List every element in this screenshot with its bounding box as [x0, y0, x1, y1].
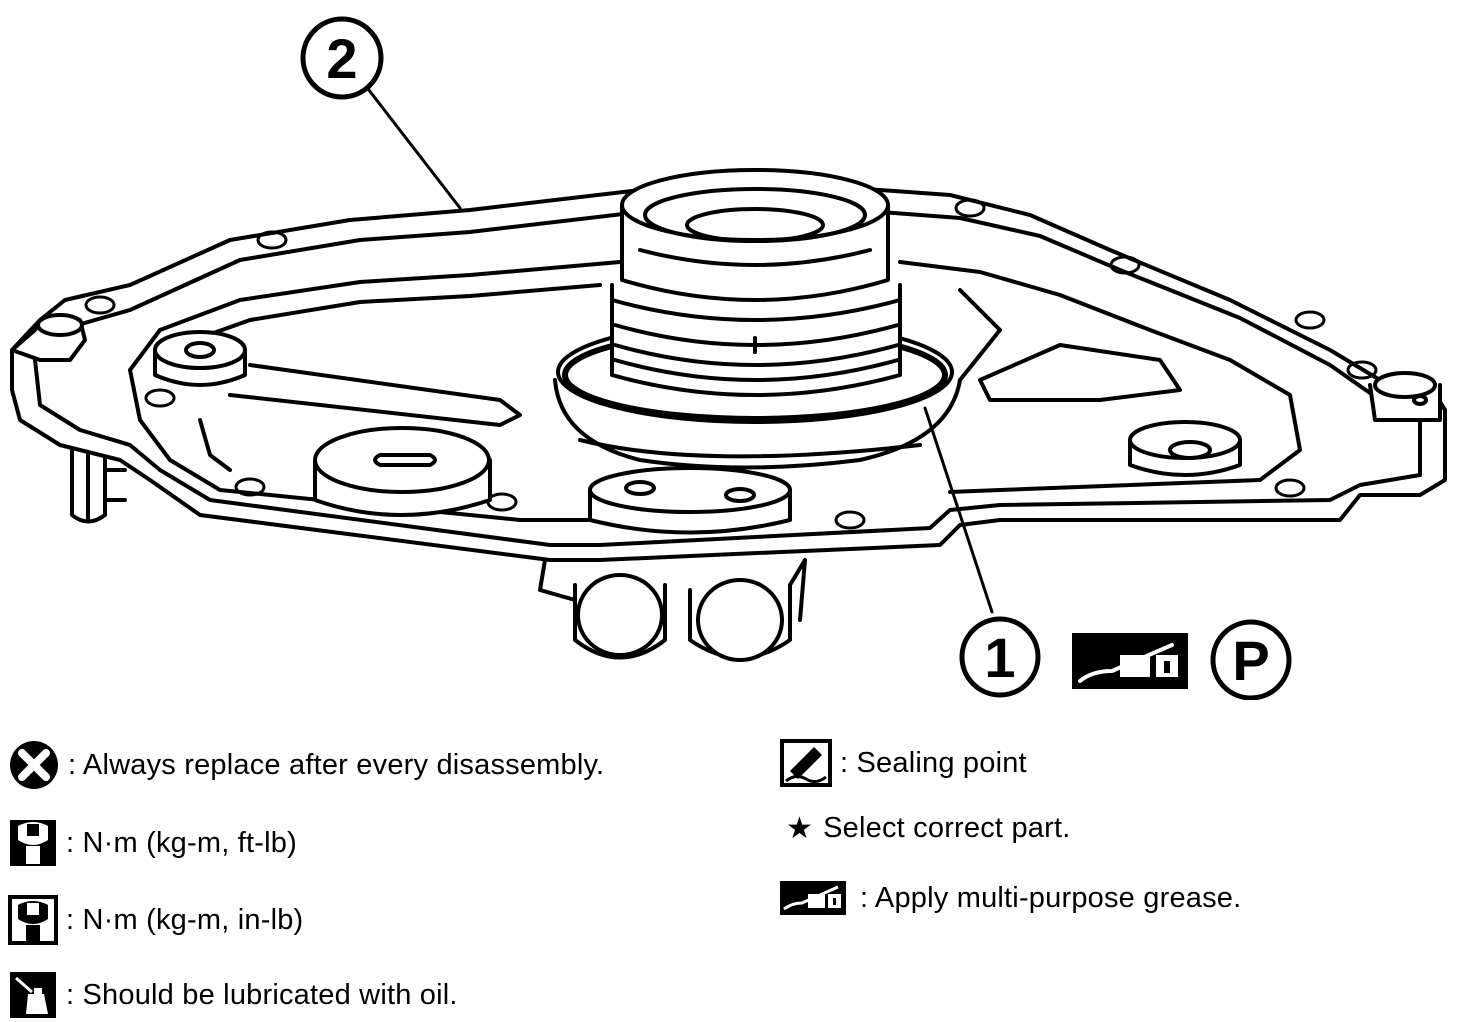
wrench-in-lb-icon: [8, 895, 58, 945]
callout-2: 2: [300, 16, 384, 100]
legend-replace: : Always replace after every disassembly…: [8, 740, 604, 790]
p-mark-letter: P: [1232, 629, 1269, 692]
legend-replace-text: : Always replace after every disassembly…: [68, 748, 605, 781]
legend-torque-ft-text: : N·m (kg-m, ft-lb): [66, 826, 297, 859]
exploded-view-diagram: 2 1 P: [10, 16, 1447, 700]
grease-gun-icon: [1072, 633, 1188, 689]
legend-grease-text: : Apply multi-purpose grease.: [860, 881, 1242, 914]
oil-can-icon: [10, 972, 56, 1018]
legend-oil-text: : Should be lubricated with oil.: [66, 978, 458, 1011]
callout-2-number: 2: [326, 27, 357, 90]
lower-ports: [538, 558, 807, 662]
leader-lines: [363, 83, 994, 614]
legend-grease: : Apply multi-purpose grease.: [780, 873, 1241, 923]
callout-1-number: 1: [984, 626, 1015, 689]
wrench-ft-lb-icon: [10, 820, 56, 866]
legend-torque-in-text: : N·m (kg-m, in-lb): [66, 903, 304, 936]
bearing-retainer: [610, 168, 902, 397]
replace-x-icon: [10, 741, 58, 789]
sealing-point-icon: [780, 739, 832, 787]
legend-torque-ft: : N·m (kg-m, ft-lb): [8, 818, 297, 868]
p-mark-symbol: P: [1210, 619, 1292, 700]
legend-sealing: : Sealing point: [780, 738, 1027, 788]
legend-oil: : Should be lubricated with oil.: [8, 970, 458, 1020]
legend-select-text: Select correct part.: [823, 811, 1071, 844]
legend-torque-in: : N·m (kg-m, in-lb): [8, 895, 303, 945]
select-star-icon: ★: [786, 811, 814, 845]
grease-icon: [780, 881, 846, 915]
legend-select: ★ Select correct part.: [786, 803, 1070, 853]
legend-sealing-text: : Sealing point: [840, 746, 1027, 779]
callout-1: 1: [959, 616, 1041, 698]
